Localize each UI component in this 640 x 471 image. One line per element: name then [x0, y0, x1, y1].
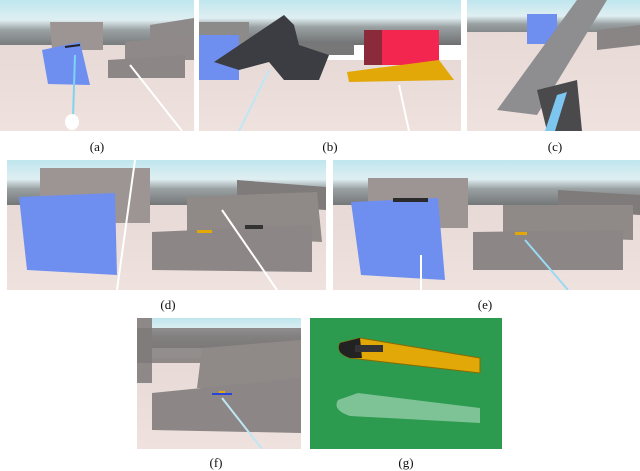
- caption-f: (f): [209, 455, 223, 470]
- caption-g: (g): [398, 455, 414, 470]
- caption-b: (b): [322, 139, 338, 154]
- panel-b: [199, 0, 461, 131]
- scene-d: [19, 160, 326, 290]
- scene-b: [199, 15, 454, 131]
- panel-a: [0, 0, 194, 131]
- panel-f: [137, 318, 301, 449]
- panel-d: [7, 160, 326, 290]
- scene-f: [137, 318, 301, 449]
- panel-g: [310, 318, 502, 449]
- caption-e: (e): [477, 297, 493, 312]
- caption-d: (d): [160, 297, 176, 312]
- scene-g: [336, 337, 481, 423]
- panel-c: [467, 0, 640, 131]
- scene-e: [351, 178, 640, 290]
- scene-a: [42, 18, 194, 131]
- panel-e: [333, 160, 640, 290]
- caption-a: (a): [89, 139, 105, 154]
- caption-c: (c): [547, 139, 563, 154]
- scene-c: [497, 0, 640, 131]
